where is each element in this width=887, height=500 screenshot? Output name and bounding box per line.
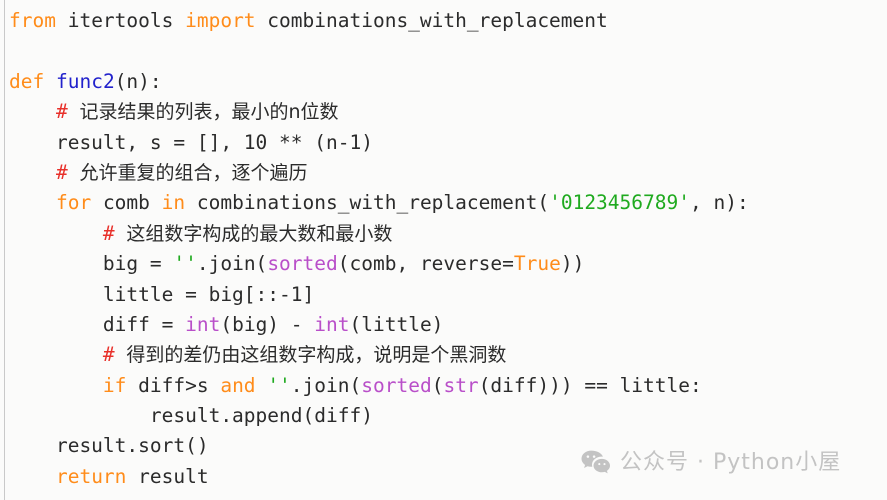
watermark: 公众号 · Python小屋 <box>581 450 841 476</box>
code-token-plain: (big) - <box>220 312 315 336</box>
code-token-kw: for <box>55 191 92 215</box>
code-token-com-cjk: 允许重复的组合，逐个遍历 <box>79 161 308 184</box>
code-line <box>9 36 887 66</box>
code-token-builtin: sorted <box>361 373 432 397</box>
code-token-plain: result.append(diff) <box>9 404 373 428</box>
code-token-com-cjk: 记录结果的列表，最小的n位数 <box>79 101 339 124</box>
code-line: return result <box>9 462 887 492</box>
code-token-plain: .join( <box>290 373 362 397</box>
code-token-plain: , n): <box>689 191 749 215</box>
code-token-plain <box>256 374 268 397</box>
code-line: from itertools import combinations_with_… <box>9 6 887 36</box>
code-token-builtin: str <box>443 373 479 397</box>
code-token-plain: result <box>126 464 209 488</box>
code-token-plain: (n): <box>114 69 162 93</box>
code-token-plain: (little) <box>349 312 444 336</box>
code-token-plain: big = <box>9 252 174 276</box>
code-token-plain: diff = <box>9 312 186 336</box>
code-token-kw: import <box>185 9 256 32</box>
code-token-plain: combinations_with_replacement( <box>185 191 550 215</box>
code-token-plain <box>9 465 56 488</box>
code-line: little = big[::-1] <box>9 280 887 310</box>
code-token-plain <box>9 191 56 214</box>
code-token-plain: itertools <box>55 9 186 32</box>
code-token-plain <box>9 222 103 245</box>
code-token-str: '' <box>267 373 291 397</box>
code-token-plain: result, s = [], 10 ** (n-1) <box>9 130 373 154</box>
code-line: result.append(diff) <box>9 401 887 431</box>
wechat-icon <box>581 450 611 476</box>
code-line: diff = int(big) - int(little) <box>9 310 887 340</box>
code-line: result, s = [], 10 ** (n-1) <box>9 128 887 158</box>
code-token-plain: combinations_with_replacement <box>255 9 608 32</box>
code-line: for comb in combinations_with_replacemen… <box>9 188 887 218</box>
code-token-builtin: sorted <box>267 252 338 276</box>
code-token-kw: in <box>161 191 186 215</box>
code-token-plain: )) <box>560 252 585 276</box>
code-token-plain <box>44 70 56 93</box>
code-token-plain: .join( <box>196 252 268 276</box>
code-token-plain: diff>s <box>126 373 221 397</box>
code-line: # 允许重复的组合，逐个遍历 <box>9 158 887 188</box>
code-line: big = ''.join(sorted(comb, reverse=True)… <box>9 249 887 279</box>
code-token-plain <box>9 343 103 366</box>
code-token-kw: if <box>102 373 127 397</box>
code-line: if diff>s and ''.join(sorted(str(diff)))… <box>9 371 887 401</box>
code-token-plain: little = big[::-1] <box>9 282 315 306</box>
code-line: result.sort() <box>9 431 887 461</box>
code-token-plain: comb <box>91 191 162 215</box>
code-token-str: '' <box>173 252 197 276</box>
code-token-plain: (diff))) == little: <box>478 373 702 397</box>
code-token-str: '0123456789' <box>549 191 690 215</box>
code-token-plain: result.sort() <box>9 434 209 458</box>
code-line: # 得到的差仍由这组数字构成，说明是个黑洞数 <box>9 340 887 370</box>
code-token-com: # <box>102 343 127 367</box>
code-token-builtin: int <box>185 312 221 336</box>
code-line: # 记录结果的列表，最小的n位数 <box>9 97 887 127</box>
code-token-plain: (comb, reverse= <box>337 252 514 276</box>
code-token-plain <box>9 374 103 397</box>
code-token-fn: func2 <box>55 69 115 93</box>
left-gutter-divider <box>4 0 5 500</box>
code-token-kw: return <box>55 464 127 488</box>
code-token-com: # <box>55 100 80 124</box>
code-token-builtin: int <box>314 312 350 336</box>
code-token-plain <box>9 161 56 184</box>
code-token-com: # <box>55 160 80 184</box>
watermark-text: 公众号 · Python小屋 <box>620 450 842 475</box>
code-token-kw: from <box>9 9 56 32</box>
code-token-com-cjk: 这组数字构成的最大数和最小数 <box>126 222 393 245</box>
code-token-kw: True <box>513 252 561 276</box>
code-token-com-cjk: 得到的差仍由这组数字构成，说明是个黑洞数 <box>126 344 507 367</box>
code-line: def func2(n): <box>9 67 887 97</box>
code-token-kw: def <box>9 69 45 93</box>
code-token-plain <box>9 100 56 123</box>
code-token-kw: and <box>220 373 256 397</box>
python-code-listing[interactable]: from itertools import combinations_with_… <box>9 6 887 492</box>
code-token-plain: ( <box>431 373 444 397</box>
code-token-com: # <box>102 221 127 245</box>
code-line: # 这组数字构成的最大数和最小数 <box>9 219 887 249</box>
